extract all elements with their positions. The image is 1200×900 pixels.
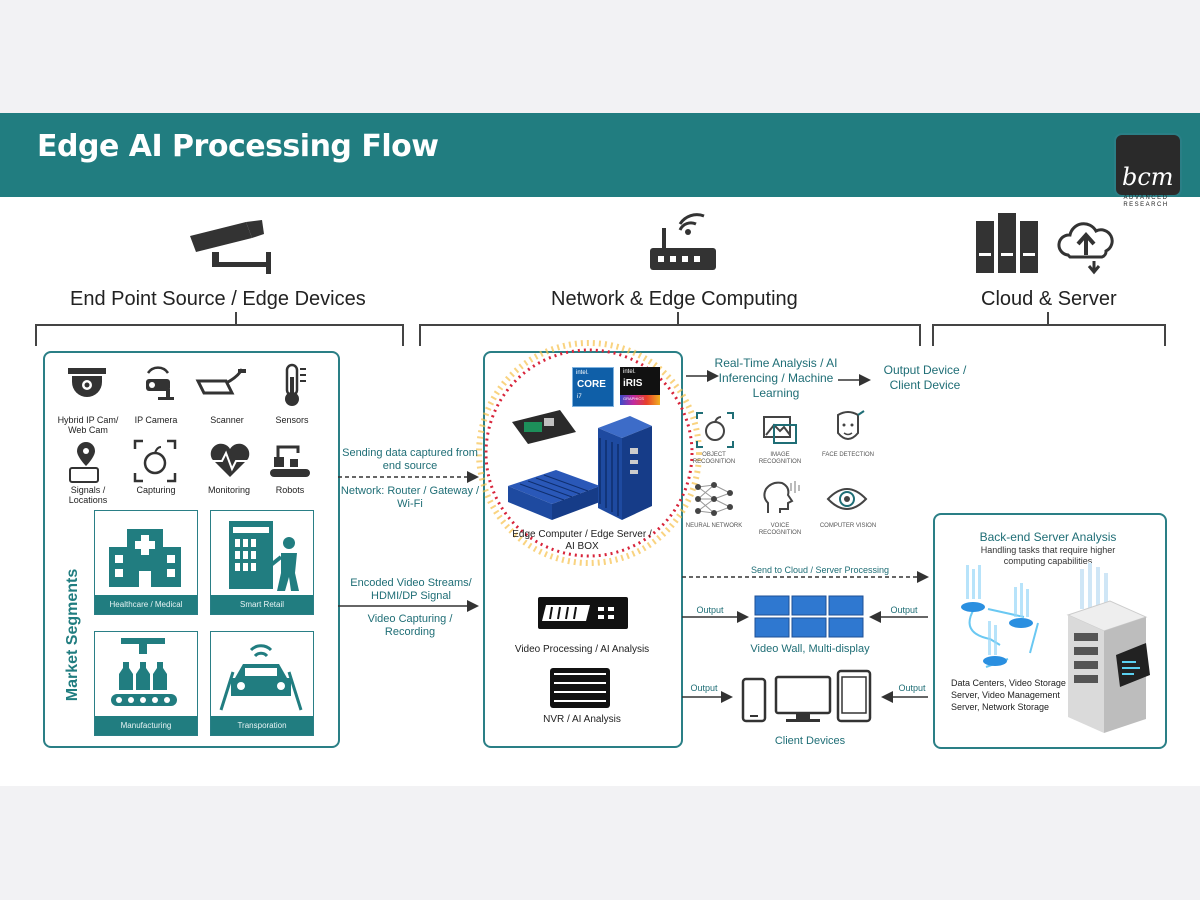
highlight-ring bbox=[476, 340, 702, 566]
flow-label-sending: Sending data captured from end source bbox=[342, 447, 478, 472]
flow-label-send-cloud: Send to Cloud / Server Processing bbox=[750, 565, 890, 575]
robot-arm-icon bbox=[270, 445, 310, 477]
backend-title: Back-end Server Analysis bbox=[979, 530, 1117, 544]
device-label-signals: Signals / Locations bbox=[68, 485, 108, 505]
segment-label-transportation: Transporation bbox=[211, 716, 313, 735]
video-capture-card-icon bbox=[538, 597, 628, 629]
neural-network-icon bbox=[695, 482, 733, 516]
backend-subtitle: Handling tasks that require higher compu… bbox=[980, 545, 1116, 566]
segment-tile-healthcare: Healthcare / Medical bbox=[94, 510, 198, 615]
flow-label-network: Network: Router / Gateway / Wi-Fi bbox=[340, 485, 480, 510]
flow-label-output-3: Output bbox=[690, 683, 718, 693]
column-header-network: Network & Edge Computing bbox=[551, 288, 798, 310]
client-devices-icon bbox=[741, 669, 872, 723]
ip-camera-icon bbox=[146, 366, 174, 400]
analysis-label-neural: NEURAL NETWORK bbox=[685, 523, 743, 529]
scanner-icon bbox=[195, 368, 246, 395]
intel-iris-brand: intel. bbox=[623, 369, 636, 375]
diagram-slide: Edge AI Processing Flow bcm ADVANCED RES… bbox=[0, 113, 1200, 786]
edge-computer-caption: Edge Computer / Edge Server / AI BOX bbox=[512, 529, 652, 552]
face-detection-icon bbox=[837, 410, 865, 440]
column-header-endpoint: End Point Source / Edge Devices bbox=[70, 288, 366, 310]
device-label-hybrid-cam: Hybrid IP Cam/ Web Cam bbox=[57, 415, 119, 435]
logo-text: bcm bbox=[1122, 163, 1174, 191]
device-label-sensors: Sensors bbox=[275, 415, 309, 425]
flow-label-output-1: Output bbox=[696, 605, 724, 615]
analysis-label-face: FACE DETECTION bbox=[821, 452, 874, 458]
device-label-robots: Robots bbox=[275, 485, 305, 495]
intel-core-brand: intel. bbox=[576, 370, 589, 376]
segment-tile-transportation: Transporation bbox=[210, 631, 314, 736]
video-processing-caption: Video Processing / AI Analysis bbox=[514, 644, 650, 655]
segment-label-manufacturing: Manufacturing bbox=[95, 716, 197, 735]
nvr-caption: NVR / AI Analysis bbox=[543, 714, 621, 725]
flow-arrows bbox=[338, 370, 929, 703]
analysis-label-object: OBJECT RECOGNITION bbox=[692, 452, 736, 465]
client-devices-caption: Client Devices bbox=[774, 735, 846, 747]
thermometer-icon bbox=[285, 363, 306, 406]
intel-core-tier: i7 bbox=[577, 394, 582, 400]
router-icon bbox=[650, 213, 716, 270]
output-device-label: Output Device / Client Device bbox=[883, 363, 967, 392]
bcm-logo: bcm ADVANCED RESEARCH bbox=[1114, 133, 1182, 211]
cctv-camera-icon bbox=[190, 220, 271, 274]
logo-subtext: ADVANCED RESEARCH bbox=[1123, 195, 1169, 208]
segment-label-retail: Smart Retail bbox=[211, 595, 313, 614]
heart-monitor-icon bbox=[210, 443, 250, 477]
voice-recognition-icon bbox=[763, 481, 800, 513]
object-recognition-icon bbox=[696, 412, 734, 448]
apple-capture-icon bbox=[133, 439, 177, 483]
analysis-label-image: IMAGE RECOGNITION bbox=[758, 452, 802, 465]
intel-iris-sub: GRAPHICS bbox=[623, 396, 644, 401]
intel-iris-badge: intel. iRIS GRAPHICS bbox=[620, 367, 660, 405]
computer-vision-icon bbox=[826, 488, 868, 510]
video-wall-caption: Video Wall, Multi-display bbox=[750, 643, 870, 655]
segment-tile-retail: Smart Retail bbox=[210, 510, 314, 615]
device-label-capturing: Capturing bbox=[136, 485, 176, 495]
bracket-lines bbox=[35, 312, 1166, 346]
flow-label-output-4: Output bbox=[898, 683, 926, 693]
bottle-conveyor-icon bbox=[111, 638, 177, 706]
title-banner: Edge AI Processing Flow bcm ADVANCED RES… bbox=[0, 113, 1200, 208]
cloud-upload-icon bbox=[1057, 222, 1114, 275]
image-recognition-icon bbox=[763, 416, 797, 444]
hospital-icon bbox=[109, 529, 181, 587]
flow-label-encoded: Encoded Video Streams/ HDMI/DP Signal bbox=[350, 577, 472, 602]
data-center-illustration bbox=[961, 563, 1150, 733]
vending-machine-icon bbox=[229, 521, 299, 591]
column-header-cloud: Cloud & Server bbox=[981, 288, 1117, 310]
backend-details: Data Centers, Video Storage Server, Vide… bbox=[951, 678, 1066, 712]
realtime-analysis-label: Real-Time Analysis / AI Inferencing / Ma… bbox=[714, 356, 838, 400]
segment-tile-manufacturing: Manufacturing bbox=[94, 631, 198, 736]
device-label-scanner: Scanner bbox=[210, 415, 244, 425]
edge-computer-hardware bbox=[508, 410, 652, 520]
location-signal-icon bbox=[69, 442, 99, 483]
dome-camera-icon bbox=[68, 368, 106, 397]
car-wireless-icon bbox=[219, 644, 303, 711]
intel-core-name: CORE bbox=[577, 379, 606, 390]
nvr-icon bbox=[550, 668, 610, 708]
intel-iris-name: iRIS bbox=[623, 378, 643, 389]
device-label-monitoring: Monitoring bbox=[207, 485, 251, 495]
flow-label-output-2: Output bbox=[890, 605, 918, 615]
device-label-ip-camera: IP Camera bbox=[134, 415, 178, 425]
analysis-label-vision: COMPUTER VISION bbox=[819, 523, 877, 529]
video-wall-icon bbox=[754, 595, 864, 638]
intel-core-badge: intel. CORE i7 bbox=[572, 367, 614, 407]
server-rack-icon bbox=[976, 213, 1038, 273]
analysis-label-voice: VOICE RECOGNITION bbox=[758, 523, 802, 536]
segment-label-healthcare: Healthcare / Medical bbox=[95, 595, 197, 614]
page-title: Edge AI Processing Flow bbox=[37, 129, 439, 164]
flow-label-capturing: Video Capturing / Recording bbox=[367, 613, 453, 638]
